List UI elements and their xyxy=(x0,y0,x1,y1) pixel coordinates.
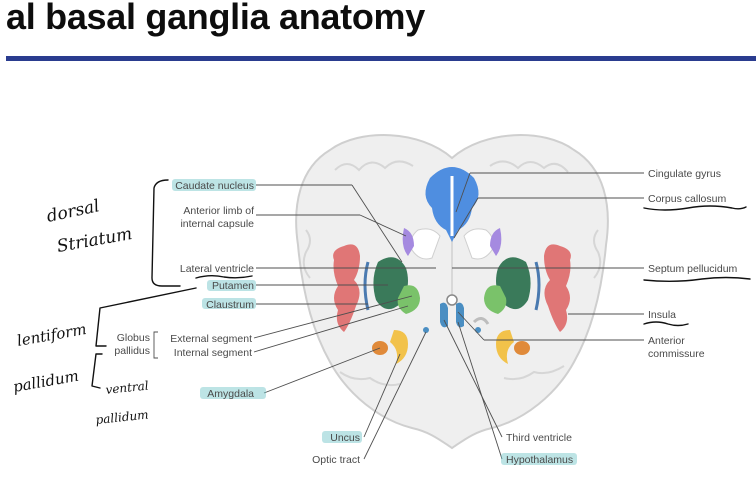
label-claustrum: Claustrum xyxy=(206,299,254,311)
label-anterior-limb-1: Anterior limb of xyxy=(183,205,254,217)
third-ventricle-shape xyxy=(440,302,464,328)
label-uncus: Uncus xyxy=(330,432,360,444)
label-external-segment: External segment xyxy=(170,333,252,345)
label-internal-segment: Internal segment xyxy=(174,347,252,359)
insula-shape xyxy=(333,244,360,332)
label-lateral-ventricle: Lateral ventricle xyxy=(180,263,254,275)
uncus-shape xyxy=(390,330,408,364)
label-putamen: Putamen xyxy=(212,280,254,292)
ink-lentiform: lentiform xyxy=(16,320,88,350)
label-insula: Insula xyxy=(648,309,676,321)
label-cingulate-gyrus: Cingulate gyrus xyxy=(648,168,721,180)
label-caudate-nucleus: Caudate nucleus xyxy=(175,180,254,192)
ink-pallidum-2: pallidum xyxy=(95,408,149,427)
label-globus-1: Globus xyxy=(117,332,150,344)
internal-capsule-shape xyxy=(402,228,414,256)
label-anterior-commissure-2: commissure xyxy=(648,348,705,360)
highlights xyxy=(172,179,577,465)
ink-underlines xyxy=(195,205,751,327)
label-third-ventricle: Third ventricle xyxy=(506,432,572,444)
label-amygdala: Amygdala xyxy=(207,388,254,400)
label-anterior-commissure-1: Anterior xyxy=(648,335,685,347)
ink-dorsal: dorsal xyxy=(45,196,102,227)
ink-pallidum: pallidum xyxy=(12,367,81,396)
title-rule xyxy=(6,56,756,61)
label-septum-pellucidum: Septum pellucidum xyxy=(648,263,738,275)
ink-ventral: ventral xyxy=(105,379,150,397)
label-optic-tract: Optic tract xyxy=(312,454,360,466)
label-anterior-limb-2: internal capsule xyxy=(180,218,254,230)
globus-pallidus-shape xyxy=(397,285,420,314)
label-hypothalamus: Hypothalamus xyxy=(506,454,573,466)
ink-striatum: Striatum xyxy=(55,224,133,257)
ink-brackets xyxy=(91,179,197,389)
label-corpus-callosum: Corpus callosum xyxy=(648,193,726,205)
page-title: al basal ganglia anatomy xyxy=(6,0,425,37)
label-globus-2: pallidus xyxy=(114,345,150,357)
leader-lines xyxy=(253,172,644,460)
